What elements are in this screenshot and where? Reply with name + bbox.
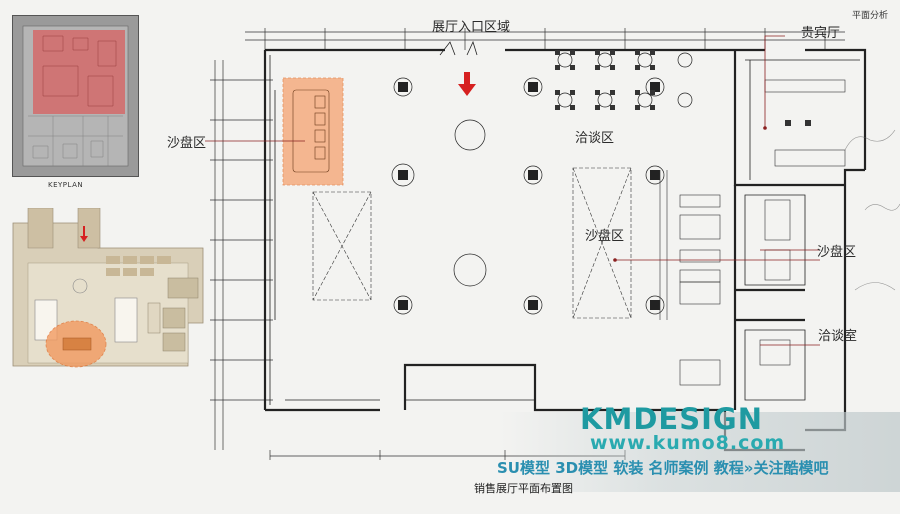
watermark-promo: SU模型 3D模型 软装 名师案例 教程»关注酷模吧 [497, 459, 829, 477]
label-negotiation-room: 洽谈室 [818, 329, 858, 344]
entrance-arrow-icon [458, 84, 476, 96]
keyplan-image [12, 15, 139, 177]
label-sandtable-right: 沙盘区 [817, 245, 857, 260]
label-sandtable-center: 沙盘区 [585, 229, 625, 244]
drawing-title: 销售展厅平面布置图 [474, 482, 573, 495]
watermark-url: www.kumo8.com [590, 432, 786, 454]
label-sandtable-left: 沙盘区 [167, 136, 207, 151]
section-title: 平面分析 [851, 11, 888, 21]
label-entrance: 展厅入口区域 [432, 20, 511, 35]
sofa-area-highlight [282, 77, 344, 186]
keyplan-label: KEYPLAN [48, 181, 84, 189]
mini-arrow-icon [80, 236, 88, 242]
mini-floorplan [8, 207, 210, 368]
keyplan-highlight [33, 30, 125, 114]
watermark-band [500, 412, 900, 492]
watermark-brand: KMDESIGN [580, 402, 763, 436]
floorplan-drawing [205, 20, 900, 460]
label-vip: 贵宾厅 [801, 26, 841, 41]
label-negotiation: 洽谈区 [575, 131, 615, 146]
